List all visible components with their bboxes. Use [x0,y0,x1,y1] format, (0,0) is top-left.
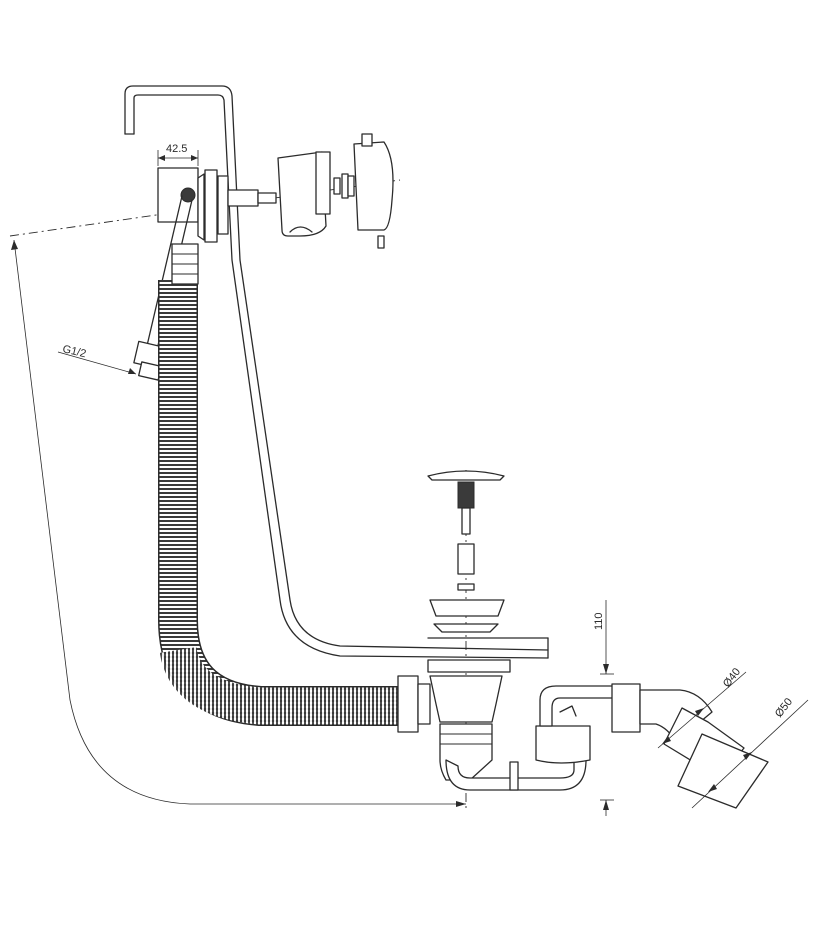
height-label: 110 [593,612,605,630]
drain-plug-assembly [427,470,511,673]
dimension-42-5: 42.5 [157,143,199,166]
thread-label: G1/2 [61,343,87,360]
overflow-hose [158,243,431,733]
dimension-110: 110 [593,600,614,816]
width-label: 42.5 [166,143,187,155]
dimension-g1-2: G1/2 [57,343,137,375]
pipe-small-label: Ø40 [721,666,743,690]
bath-outline [124,85,549,659]
waste-trap [429,675,769,809]
overflow-assembly [157,133,394,249]
pipe-large-label: Ø50 [773,696,795,720]
dimension-overall-height [11,239,466,807]
